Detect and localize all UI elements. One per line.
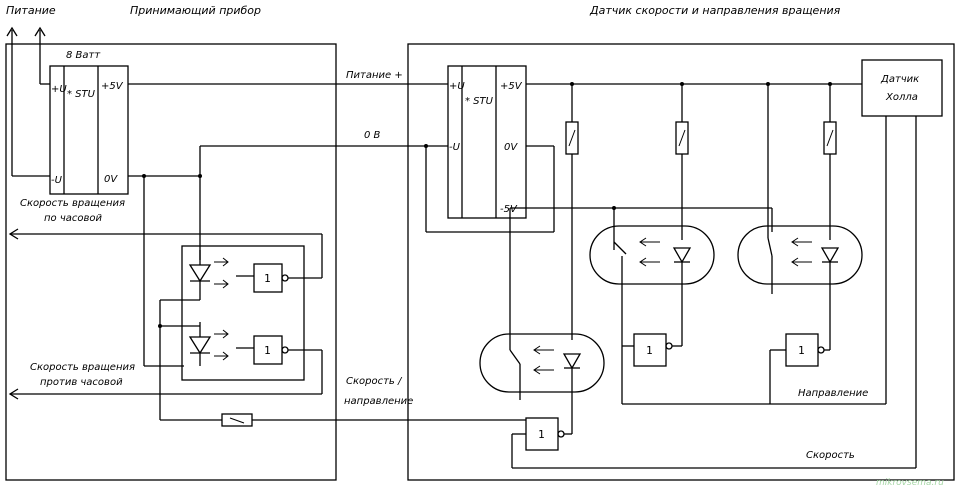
- hall-label-1: Датчик: [880, 74, 919, 85]
- svg-text:0V: 0V: [104, 174, 118, 185]
- resistor-1: [565, 84, 579, 340]
- hall-sensor: Датчик Холла: [861, 59, 943, 117]
- svg-text:+U: +U: [449, 81, 465, 92]
- gate-right-1: 1: [621, 284, 886, 405]
- zero-v-label: 0 В: [364, 130, 381, 141]
- optocoupler-upper-right: [737, 225, 863, 294]
- svg-text:* STU: * STU: [465, 96, 494, 107]
- optocoupler-upper-left: [589, 225, 715, 294]
- resistor-3: [823, 84, 837, 240]
- receiver-panel: [5, 43, 337, 481]
- svg-text:-U: -U: [51, 175, 63, 186]
- svg-text:1: 1: [538, 428, 545, 441]
- svg-text:1: 1: [264, 344, 271, 357]
- speed-cw-label-2: по часовой: [44, 213, 102, 224]
- wire-zero-v: [128, 144, 448, 178]
- svg-text:* STU: * STU: [67, 89, 96, 100]
- svg-text:-5V: -5V: [500, 204, 518, 215]
- receiver-title: Принимающий прибор: [130, 4, 261, 17]
- gate-left-lower: 1: [253, 335, 322, 365]
- hall-label-2: Холла: [885, 92, 918, 103]
- svg-text:+5V: +5V: [101, 81, 124, 92]
- speed-direction-label-1: Скорость /: [346, 376, 403, 387]
- optocoupler-lower: [479, 333, 605, 400]
- gate-right-3: 1: [511, 392, 916, 469]
- svg-text:+5V: +5V: [500, 81, 523, 92]
- svg-text:-U: -U: [449, 142, 461, 153]
- minus5v-rail: [509, 206, 773, 350]
- output-speed-ccw: [8, 350, 323, 400]
- speed-ccw-label-2: против часовой: [40, 377, 123, 388]
- plus5v-rail: [526, 82, 862, 86]
- speed-label: Скорость: [806, 450, 855, 461]
- gate-right-2: 1: [769, 284, 831, 404]
- svg-text:1: 1: [264, 272, 271, 285]
- stu-right-block: +U -U * STU +5V 0V -5V: [447, 65, 527, 219]
- speed-cw-label-1: Скорость вращения: [20, 198, 125, 209]
- speed-direction-line: [160, 413, 526, 427]
- output-speed-cw: [8, 228, 323, 278]
- speed-direction-label-2: направление: [344, 396, 413, 407]
- sensor-title: Датчик скорости и направления вращения: [589, 4, 841, 17]
- power-arrows: [6, 26, 50, 177]
- resistor-2: [675, 84, 689, 240]
- power-plus-label: Питание +: [346, 70, 403, 81]
- svg-text:0V: 0V: [504, 142, 518, 153]
- sensor-panel: [407, 43, 955, 481]
- svg-text:+U: +U: [51, 84, 67, 95]
- stu-left-block: 8 Ватт +U -U * STU +5V 0V: [49, 50, 129, 195]
- svg-text:1: 1: [646, 344, 653, 357]
- power-left-label: Питание: [6, 4, 56, 17]
- svg-text:1: 1: [798, 344, 805, 357]
- direction-label: Направление: [798, 388, 868, 399]
- watt-label: 8 Ватт: [66, 50, 101, 61]
- speed-ccw-label-1: Скорость вращения: [30, 362, 135, 373]
- left-optocoupler-box: [158, 245, 305, 420]
- watermark: mikrovsema.ru: [876, 478, 944, 488]
- gate-left-upper: 1: [253, 263, 322, 293]
